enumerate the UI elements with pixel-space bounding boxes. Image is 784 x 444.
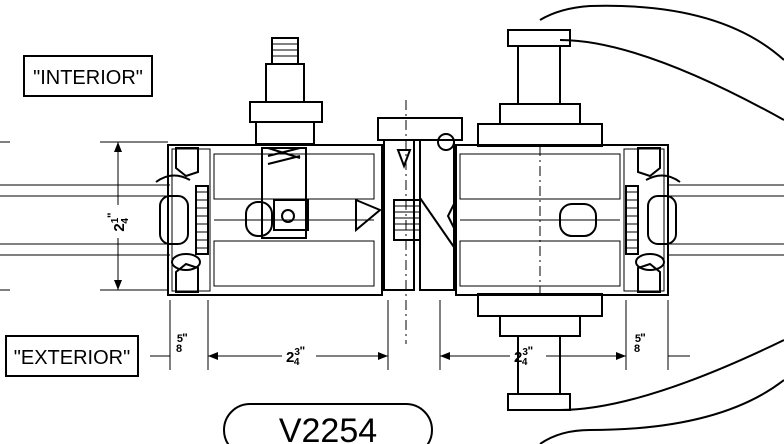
dim-height-num: 1 — [110, 217, 121, 223]
interior-label-box — [23, 55, 153, 97]
model-number-box — [223, 403, 433, 444]
spacer-hatch — [196, 191, 208, 249]
glass-lines — [0, 141, 784, 291]
meeting-rail — [355, 100, 463, 344]
dim-height-whole: 2 — [111, 223, 128, 231]
dim-right-frame-whole: 2 — [514, 349, 522, 366]
dim-left-edge-unit: " — [182, 331, 188, 345]
dim-right-edge-num: 5 — [635, 333, 641, 345]
height-dimension-label: 214" — [105, 212, 131, 231]
dim-left-frame-whole: 2 — [286, 349, 294, 366]
exterior-label-box — [5, 335, 139, 377]
exterior-label: "EXTERIOR" — [14, 347, 130, 369]
dim-right-edge-unit: " — [640, 331, 646, 345]
dim-right-edge-den: 8 — [634, 343, 640, 355]
dim-right-frame-den: 4 — [522, 357, 528, 368]
spacer-hatch-right — [626, 191, 638, 249]
dim-left-edge-num: 5 — [177, 333, 183, 345]
right-sash-frame — [455, 144, 681, 296]
dim-right-frame-unit: " — [527, 344, 533, 358]
dim-left-frame-den: 4 — [294, 357, 300, 368]
width-dimensions — [150, 300, 690, 370]
model-number: V2254 — [279, 412, 377, 444]
lock-cylinder — [245, 37, 323, 239]
dim-left-frame-unit: " — [299, 344, 305, 358]
pull-handle — [477, 4, 784, 444]
left-sash-frame — [155, 144, 383, 296]
dim-left-edge-den: 8 — [176, 343, 182, 355]
dim-height-unit: " — [105, 212, 119, 218]
svg-text:214": 214" — [105, 212, 131, 231]
dim-height-den: 4 — [120, 218, 131, 224]
interior-label: "INTERIOR" — [33, 67, 143, 89]
weatherstrip-hatch — [394, 205, 420, 231]
dim-right-frame-num: 3 — [522, 347, 528, 358]
height-dimension — [100, 141, 168, 291]
dim-left-frame-num: 3 — [294, 347, 300, 358]
